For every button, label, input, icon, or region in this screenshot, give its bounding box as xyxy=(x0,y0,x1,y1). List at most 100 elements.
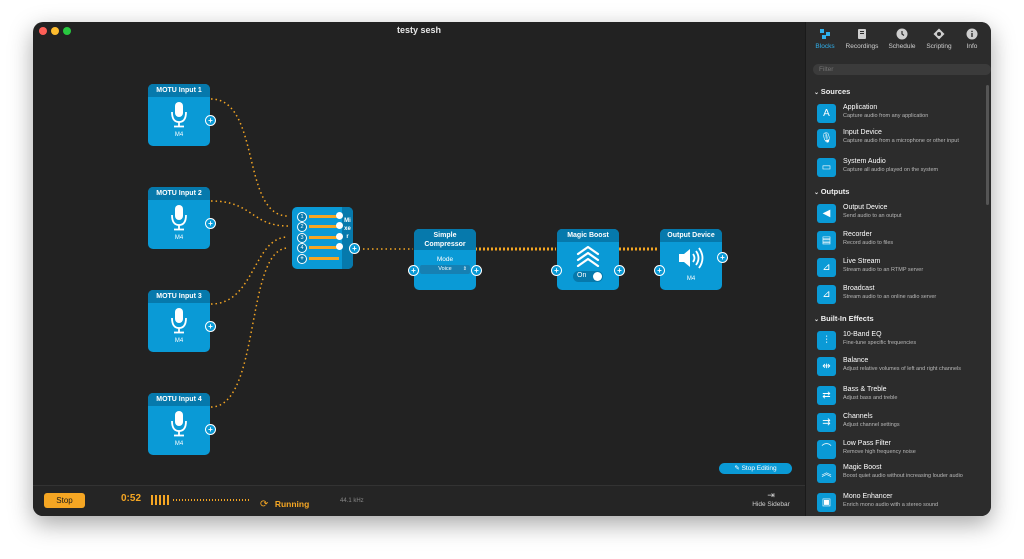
microphone-icon xyxy=(171,102,187,128)
section-title: Built-In Effects xyxy=(820,314,874,323)
add-output-button[interactable]: + xyxy=(349,243,360,254)
mixer-channel-4[interactable]: 4 xyxy=(297,243,343,253)
sidebar: Blocks Recordings Schedule Scripting Inf… xyxy=(805,22,991,516)
add-output-button[interactable]: + xyxy=(205,321,216,332)
clock-icon xyxy=(896,28,908,40)
add-input-button[interactable]: + xyxy=(654,265,665,276)
volume-slider-knob[interactable] xyxy=(336,212,343,219)
block-description: Stream audio to an online radio server xyxy=(843,294,937,300)
block-description: Stream audio to an RTMP server xyxy=(843,267,924,273)
mixer-channel-2[interactable]: 2 xyxy=(297,222,343,232)
input-node-title: MOTU Input 4 xyxy=(148,393,210,406)
input-node-title: MOTU Input 2 xyxy=(148,187,210,200)
sidebar-scrollbar[interactable] xyxy=(986,85,989,205)
section-header-built-in-effects[interactable]: ⌄ Built-In Effects xyxy=(814,314,874,323)
hide-sidebar-button[interactable]: ⇥ Hide Sidebar xyxy=(748,490,794,508)
block-name: Live Stream xyxy=(843,258,881,265)
volume-slider-track xyxy=(309,225,339,228)
window-title: testy sesh xyxy=(396,25,442,35)
channel-number: 4 xyxy=(297,243,307,253)
pipeline-canvas[interactable]: MOTU Input 1 M4 + MOTU Input 2 M4 + MOTU… xyxy=(33,39,805,485)
zoom-window-button[interactable] xyxy=(63,27,71,35)
add-input-button[interactable]: + xyxy=(551,265,562,276)
add-output-button[interactable]: + xyxy=(717,252,728,263)
input-node-2[interactable]: MOTU Input 2 M4 + xyxy=(148,187,216,249)
output-device-node[interactable]: Output Device M4 + + xyxy=(654,229,728,290)
channel-number: 2 xyxy=(297,222,307,232)
mixer-channel-1[interactable]: 1 xyxy=(297,212,343,222)
input-node-3[interactable]: MOTU Input 3 M4 + xyxy=(148,290,216,352)
volume-slider-knob[interactable] xyxy=(336,222,343,229)
satellite-dish-icon: ⊿ xyxy=(817,285,836,304)
section-header-sources[interactable]: ⌄ Sources xyxy=(814,87,850,96)
add-output-button[interactable]: + xyxy=(614,265,625,276)
add-channel-button[interactable]: + xyxy=(297,254,307,264)
mixer-channel-add[interactable]: + xyxy=(297,254,339,264)
compressor-title-line1: Simple xyxy=(433,232,457,239)
transport-bar: Stop 0:52 ⟳ Running 44.1 kHz ⇥ Hide Side… xyxy=(33,485,805,516)
input-node-4[interactable]: MOTU Input 4 M4 + xyxy=(148,393,216,455)
tab-info[interactable]: Info xyxy=(959,28,985,50)
block-description: Adjust channel settings xyxy=(843,422,900,428)
tab-schedule[interactable]: Schedule xyxy=(885,28,919,50)
tab-blocks[interactable]: Blocks xyxy=(810,28,840,50)
mixer-node[interactable]: Mixer 1 2 3 4 xyxy=(292,207,360,269)
channel-number: 1 xyxy=(297,212,307,222)
block-description: Boost quiet audio without increasing lou… xyxy=(843,473,963,479)
block-name: Mono Enhancer xyxy=(843,493,893,500)
magic-boost-node[interactable]: Magic Boost On + + xyxy=(551,229,625,290)
mixer-channel-3[interactable]: 3 xyxy=(297,233,343,243)
add-output-button[interactable]: + xyxy=(205,424,216,435)
filter-input[interactable] xyxy=(813,64,991,75)
close-window-button[interactable] xyxy=(39,27,47,35)
input-node-title: MOTU Input 3 xyxy=(148,290,210,303)
add-input-button[interactable]: + xyxy=(408,265,419,276)
volume-slider-track xyxy=(309,236,339,239)
hide-sidebar-label: Hide Sidebar xyxy=(752,501,790,508)
compressor-header: Simple Compressor xyxy=(414,229,476,250)
magic-boost-icon xyxy=(576,245,600,267)
section-title: Outputs xyxy=(820,187,850,196)
volume-slider-knob[interactable] xyxy=(336,233,343,240)
tab-label: Info xyxy=(966,43,978,50)
add-output-button[interactable]: + xyxy=(471,265,482,276)
chevron-down-icon: ⌄ xyxy=(814,90,821,96)
minimize-window-button[interactable] xyxy=(51,27,59,35)
block-description: Record audio to files xyxy=(843,240,894,246)
channel-number: 3 xyxy=(297,233,307,243)
input-node-1[interactable]: MOTU Input 1 M4 + xyxy=(148,84,216,146)
volume-slider-knob[interactable] xyxy=(336,243,343,250)
add-output-button[interactable]: + xyxy=(205,218,216,229)
power-toggle[interactable]: On xyxy=(573,271,603,282)
power-toggle-label: On xyxy=(577,272,587,279)
add-output-button[interactable]: + xyxy=(205,115,216,126)
tab-label: Blocks xyxy=(815,43,835,50)
microphone-icon xyxy=(171,411,187,437)
stop-editing-button[interactable]: ✎ Stop Editing xyxy=(719,463,792,474)
tab-recordings[interactable]: Recordings xyxy=(841,28,883,50)
block-name: Balance xyxy=(843,357,869,364)
channels-icon: ⇉ xyxy=(817,413,836,432)
compressor-node[interactable]: Simple Compressor Mode Voice ⇕ + + xyxy=(408,229,482,290)
stop-button[interactable]: Stop xyxy=(44,493,85,508)
section-header-outputs[interactable]: ⌄ Outputs xyxy=(814,187,849,196)
tab-scripting[interactable]: Scripting xyxy=(921,28,957,50)
magic-boost-icon: ︽ xyxy=(817,464,836,483)
mode-select[interactable]: Voice ⇕ xyxy=(420,265,470,274)
input-node-device: M4 xyxy=(174,235,184,241)
eq-sliders-icon: ⫶ xyxy=(817,331,836,350)
